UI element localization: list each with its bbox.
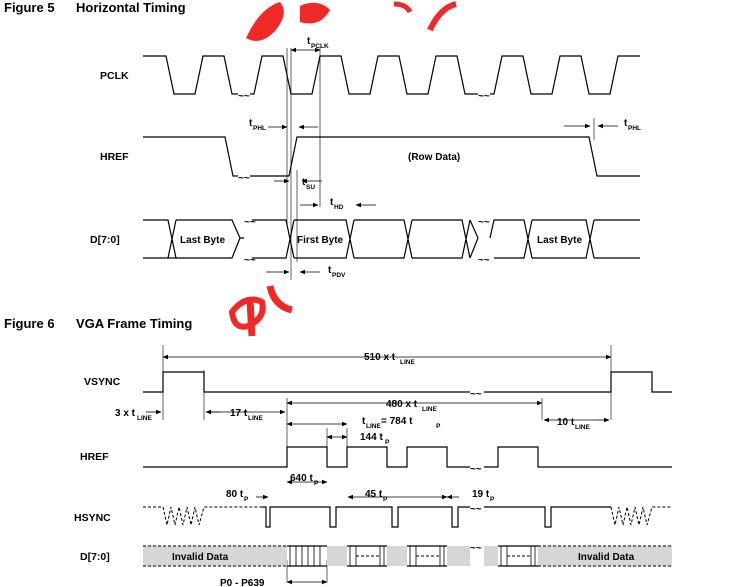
tsu-sub: SU: [306, 184, 315, 191]
break-mark: ~~: [478, 217, 490, 228]
tphl-t: t: [249, 118, 253, 129]
break-mark: ~~: [470, 543, 482, 554]
break-mark: ~~: [470, 389, 482, 400]
last-byte-label-2: Last Byte: [537, 235, 582, 246]
hsync-waveform: [262, 506, 611, 528]
invalid-gap: [447, 546, 470, 566]
href-label: HREF: [100, 151, 129, 163]
valid-data-bursts: [287, 545, 538, 567]
vsync-waveform: [143, 371, 672, 393]
ann-tline-sub1: LINE: [366, 423, 381, 430]
figure5-title: Horizontal Timing: [76, 0, 186, 15]
tphl-right-t: t: [624, 118, 628, 129]
pclk-label: PCLK: [100, 70, 129, 82]
ann-144-pre: 144 t: [360, 432, 383, 443]
ann-17-sub: LINE: [248, 415, 263, 422]
ann-3-sub: LINE: [137, 415, 152, 422]
pclk-waveform: [143, 55, 640, 95]
invalid-data-region-right: [538, 546, 672, 566]
tpclk-t: t: [307, 36, 311, 47]
figure6-title: VGA Frame Timing: [76, 316, 192, 331]
ann-tline-sub2: P: [436, 423, 441, 430]
href-label-2: HREF: [80, 451, 109, 463]
hsync-label: HSYNC: [74, 512, 111, 524]
ann-80-pre: 80 t: [226, 489, 244, 500]
invalid-gap: [484, 546, 498, 566]
data-label: D[7:0]: [90, 234, 120, 246]
break-mark: ~~: [470, 504, 482, 515]
ann-19-pre: 19 t: [472, 489, 490, 500]
figure5: Figure 5 Horizontal Timing PCLK HREF D[7…: [4, 0, 641, 280]
tphl-right-sub: PHL: [628, 125, 641, 132]
invalid-data-left-label: Invalid Data: [172, 552, 229, 563]
thd-t: t: [330, 197, 334, 208]
ann-144-sub: P: [385, 439, 390, 446]
ann-640-pre: 640 t: [290, 473, 313, 484]
invalid-gap: [327, 546, 347, 566]
break-mark: ~~: [470, 464, 482, 475]
ann-480-sub: LINE: [422, 406, 437, 413]
ann-tline-t: t: [362, 416, 366, 427]
ann-10-pre: 10 t: [557, 417, 575, 428]
thd-sub: HD: [334, 204, 344, 211]
ann-17-pre: 17 t: [230, 408, 248, 419]
tphl-sub: PHL: [253, 125, 266, 132]
figure6: Figure 6 VGA Frame Timing VSYNC HREF HSY…: [4, 316, 672, 587]
invalid-data-right-label: Invalid Data: [578, 552, 635, 563]
href-waveform: [143, 136, 640, 177]
invalid-data-region-left: [143, 546, 287, 566]
break-mark: ~~: [238, 173, 250, 184]
data-bus: ~~ ~~ ~~ ~~: [143, 217, 640, 266]
ann-640-sub: P: [314, 480, 319, 487]
ann-480-pre: 480 x t: [386, 399, 418, 410]
figure5-number: Figure 5: [4, 0, 55, 15]
watermark: [228, 1, 457, 337]
href-waveform-2: [143, 446, 672, 468]
row-data-label: (Row Data): [408, 152, 460, 163]
first-byte-label: First Byte: [297, 235, 344, 246]
ann-3-pre: 3 x t: [115, 408, 136, 419]
ann-45-sub: P: [383, 496, 388, 503]
tpdv-sub: PDV: [332, 272, 346, 279]
break-mark: ~~: [238, 91, 250, 102]
figure6-number: Figure 6: [4, 316, 55, 331]
vsync-label: VSYNC: [84, 376, 121, 388]
ann-510-pre: 510 x t: [364, 352, 396, 363]
ann-510-sub: LINE: [400, 359, 415, 366]
last-byte-label: Last Byte: [180, 235, 225, 246]
tsu-t: t: [302, 177, 306, 188]
tpdv-t: t: [328, 265, 332, 276]
break-mark: ~~: [478, 91, 490, 102]
ann-tline-mid: = 784 t: [381, 416, 413, 427]
invalid-gap: [387, 546, 407, 566]
ann-19-sub: P: [490, 496, 495, 503]
ann-10-sub: LINE: [575, 424, 590, 431]
hsync-dashed-left: [143, 506, 262, 526]
break-mark: ~~: [478, 255, 490, 266]
p0-p639-label: P0 - P639: [220, 578, 265, 587]
ann-45-pre: 45 t: [365, 489, 383, 500]
break-mark: ~~: [244, 217, 256, 228]
data-label-2: D[7:0]: [80, 551, 110, 563]
ann-80-sub: P: [244, 496, 249, 503]
tpclk-sub: PCLK: [311, 43, 329, 50]
break-mark: ~~: [244, 255, 256, 266]
hsync-dashed-right: [610, 506, 672, 526]
